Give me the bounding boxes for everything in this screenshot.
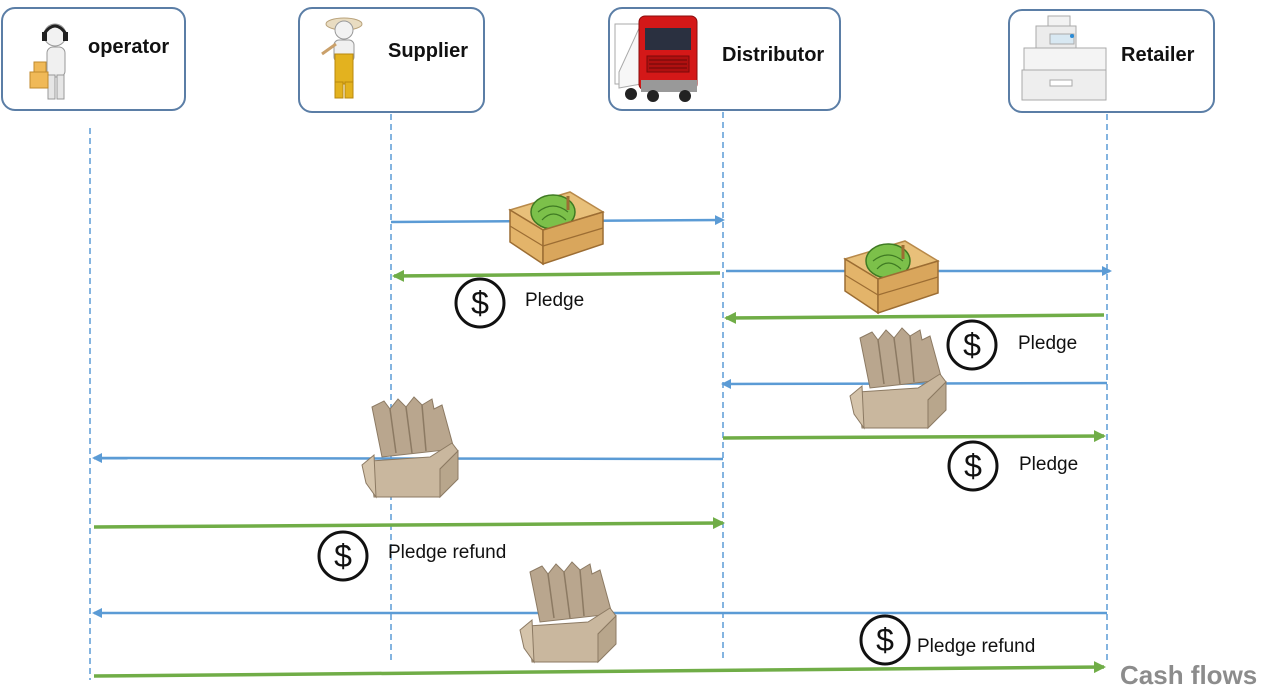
empty-crate-box-icon: [361, 396, 459, 498]
actor-label-retailer: Retailer: [1121, 44, 1195, 66]
flow-retailer-to-distributor-cash: [724, 311, 1105, 324]
cash-flows-legend: Cash flows: [1120, 660, 1258, 690]
cabbage-crate-icon: [843, 239, 940, 315]
flow-operator-to-retailer-cash: [93, 661, 1106, 678]
actor-label-distributor: Distributor: [722, 44, 825, 66]
dollar-icon: [946, 319, 998, 371]
flow-operator-to-distributor-cash: [93, 517, 725, 530]
dollar-icon: [454, 277, 506, 329]
empty-crate-box-icon: [849, 327, 947, 429]
dollar-icon: [859, 614, 911, 666]
actor-label-operator: operator: [88, 36, 170, 58]
red-truck-icon: [614, 15, 698, 102]
flow-label-pledge: Pledge: [525, 290, 585, 311]
flow-label-pledge: Pledge: [1019, 454, 1079, 475]
flow-distributor-to-supplier-cash: [392, 269, 721, 282]
dollar-icon: [317, 530, 369, 582]
operator-headset-person-icon: [29, 23, 68, 100]
actor-label-supplier: Supplier: [388, 40, 469, 62]
flow-label-pledge-refund: Pledge refund: [388, 542, 507, 563]
cabbage-crate-icon: [508, 190, 605, 266]
flow-label-pledge: Pledge: [1018, 333, 1078, 354]
cash-register-icon: [1021, 15, 1107, 101]
flow-distributor-to-retailer-cash: [722, 430, 1106, 443]
flow-label-pledge-refund: Pledge refund: [917, 636, 1036, 657]
farmer-icon: [321, 17, 363, 99]
actor-box-operator: [1, 7, 186, 111]
dollar-icon: [947, 440, 999, 492]
